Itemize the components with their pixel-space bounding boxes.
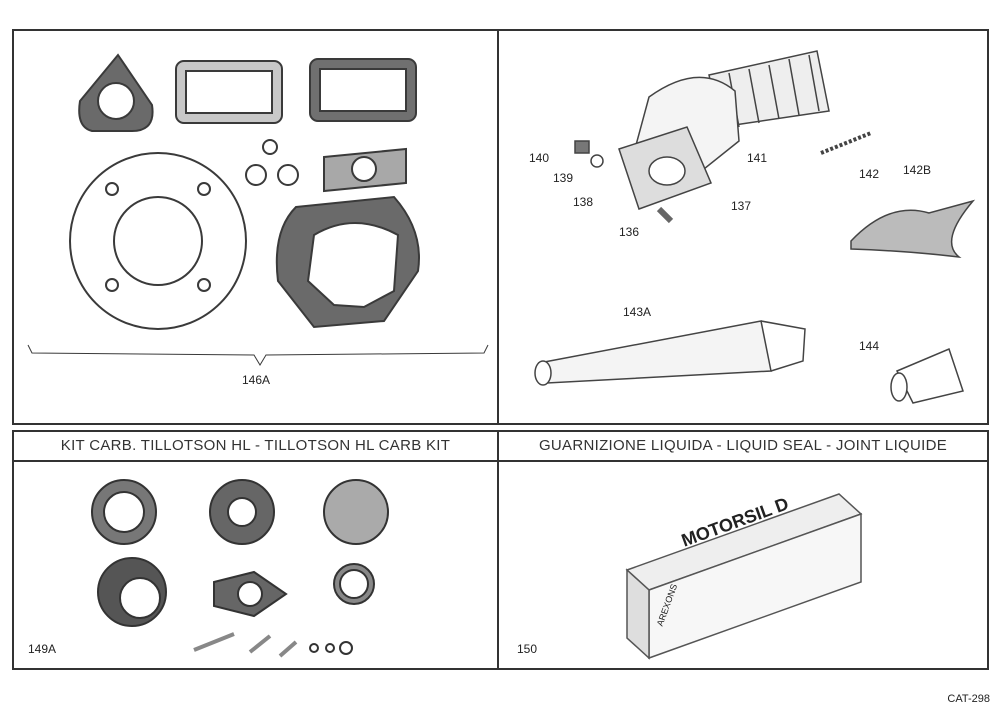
part-ref-150: 150 [517, 642, 538, 656]
part-ref-142: 142 [859, 167, 880, 181]
part-ref-144: 144 [859, 339, 880, 353]
part-ref-143a: 143A [623, 305, 652, 319]
exhaust-drawing [534, 50, 976, 404]
part-ref-139: 139 [553, 171, 574, 185]
part-ref-142b: 142B [903, 163, 932, 177]
motorsil-box-drawing [625, 493, 863, 660]
panel-carb-kit: KIT CARB. TILLOTSON HL - TILLOTSON HL CA… [12, 430, 499, 670]
part-ref-136: 136 [619, 225, 640, 239]
panel-liquid-seal: GUARNIZIONE LIQUIDA - LIQUID SEAL - JOIN… [497, 430, 989, 670]
part-ref-137: 137 [731, 199, 752, 213]
liquid-seal-title: GUARNIZIONE LIQUIDA - LIQUID SEAL - JOIN… [499, 432, 987, 462]
part-ref-141: 141 [747, 151, 768, 165]
part-ref-140: 140 [529, 151, 550, 165]
carb-kit-title: KIT CARB. TILLOTSON HL - TILLOTSON HL CA… [14, 432, 497, 462]
panel-gasket-kit: 146A [12, 29, 499, 425]
panel-exhaust: 140 139 138 136 137 141 142 142B 143A 14… [497, 29, 989, 425]
part-ref-149a: 149A [28, 642, 57, 656]
part-ref-138: 138 [573, 195, 594, 209]
part-ref-146a: 146A [242, 373, 271, 387]
catalog-code: CAT-298 [947, 693, 990, 705]
carb-kit-drawing [91, 479, 389, 658]
gasket-kit-drawing [27, 53, 489, 366]
